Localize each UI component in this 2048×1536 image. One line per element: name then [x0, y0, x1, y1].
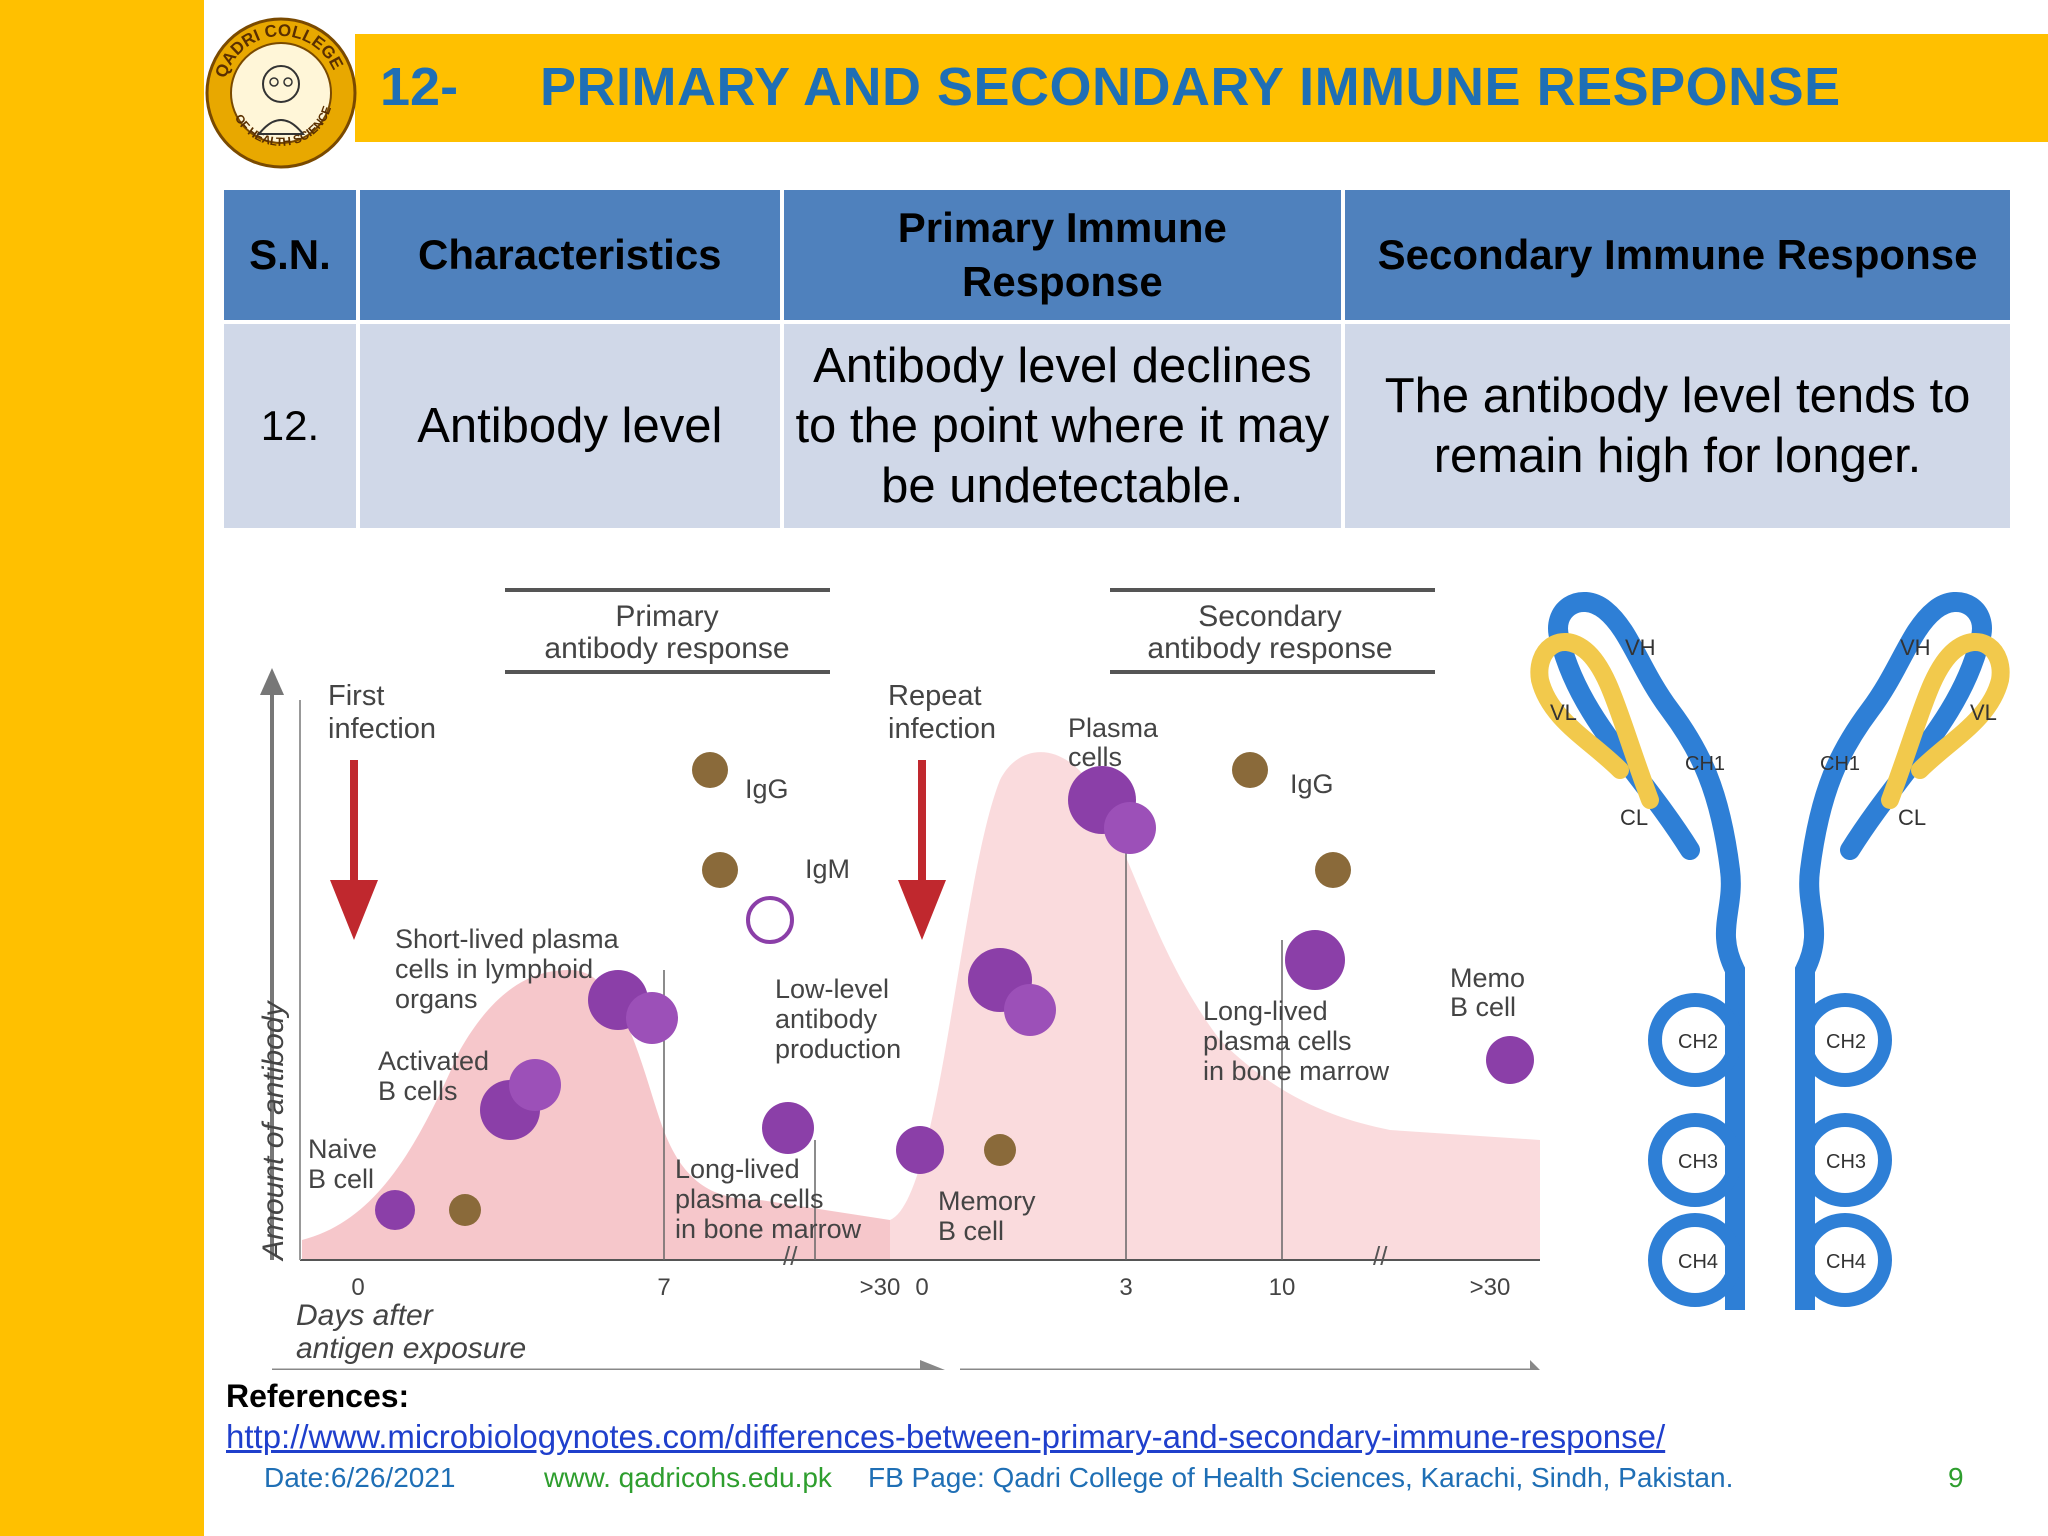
short-lived-plasma-cells-graphic	[588, 970, 678, 1044]
references-title: References:	[226, 1378, 410, 1414]
footer-date: Date:6/26/2021	[264, 1462, 456, 1493]
footer-website: www. qadricohs.edu.pk	[544, 1462, 832, 1493]
title-bar	[355, 34, 2048, 142]
x-tick: 7	[657, 1274, 670, 1301]
x-axis-label-line1: Days after	[296, 1299, 434, 1332]
reference-link[interactable]: http://www.microbiologynotes.com/differe…	[226, 1418, 1666, 1455]
x-tick: 3	[1119, 1274, 1132, 1301]
memory-b-cell-2-label: Memo B cell	[1450, 963, 1533, 1022]
comparison-table: S.N. Characteristics Primary Immune Resp…	[220, 186, 2014, 532]
ch4-label: CH4	[1826, 1251, 1866, 1273]
cl-label: CL	[1898, 805, 1926, 830]
first-infection-label: First infection	[328, 680, 436, 745]
college-logo: QADRI COLLEGE OF HEALTH SCIENCES	[204, 16, 357, 169]
igm-label: IgM	[805, 854, 850, 884]
x-tick: >30	[1470, 1274, 1511, 1301]
x-tick: >30	[860, 1274, 901, 1301]
secondary-curve	[890, 752, 1540, 1260]
cl-label: CL	[1620, 805, 1648, 830]
naive-b-cell-label: Naive B cell	[308, 1134, 385, 1194]
header-characteristics: Characteristics	[359, 190, 780, 320]
left-accent-bar	[0, 0, 204, 1536]
antibody-structure-diagram: VH VH VL VL CH1 CH1 CL CL CH2 CH2 CH3 CH…	[1530, 592, 2010, 1310]
cell-secondary: The antibody level tends to remain high …	[1345, 324, 2010, 528]
memory-b-cell-graphic	[896, 1126, 1016, 1174]
vl-label: VL	[1550, 700, 1577, 725]
memory-b-cell-2-graphic	[1486, 1036, 1534, 1084]
activated-b-cells-graphic	[480, 1059, 561, 1140]
secondary-bracket-line2: antibody response	[1147, 632, 1392, 665]
long-lived-plasma-2-label: Long-lived plasma cells in bone marrow	[1203, 996, 1390, 1086]
primary-bracket-line1: Primary	[615, 600, 718, 633]
header-primary: Primary Immune Response	[783, 190, 1342, 320]
x-tick: 0	[915, 1274, 928, 1301]
x-tick: 10	[1269, 1274, 1296, 1301]
ch4-label: CH4	[1678, 1251, 1718, 1273]
x-axis-label-line2: antigen exposure	[296, 1332, 526, 1365]
activated-b-cells-label: Activated B cells	[378, 1046, 497, 1106]
ch2-label: CH2	[1826, 1031, 1866, 1053]
repeat-infection-arrow	[898, 880, 946, 940]
igg-igm-graphic	[692, 752, 794, 944]
activated-secondary-cells-graphic	[968, 948, 1056, 1036]
ch3-label: CH3	[1678, 1151, 1718, 1173]
slide-number: 12-	[380, 57, 459, 117]
primary-bracket-line2: antibody response	[544, 632, 789, 665]
first-infection-arrow	[330, 880, 378, 940]
igg-label: IgG	[745, 774, 789, 804]
table-header-row: S.N. Characteristics Primary Immune Resp…	[224, 190, 2010, 320]
plasma-cells-label: Plasma cells	[1068, 713, 1166, 772]
ch1-label: CH1	[1685, 753, 1725, 775]
svg-text://: //	[1373, 1241, 1388, 1271]
naive-b-cell-graphic	[375, 1190, 481, 1230]
header-sn: S.N.	[224, 190, 356, 320]
y-axis-label: Amount of antibody	[257, 999, 290, 1262]
cell-sn: 12.	[224, 324, 356, 528]
ch1-label: CH1	[1820, 753, 1860, 775]
long-lived-plasma-label: Long-lived plasma cells in bone marrow	[675, 1154, 862, 1244]
long-lived-plasma-cell-graphic	[762, 1102, 814, 1154]
x-tick: 0	[351, 1274, 364, 1301]
cell-characteristic: Antibody level	[359, 324, 780, 528]
footer-fb-page: FB Page: Qadri College of Health Science…	[868, 1462, 1734, 1493]
vh-label: VH	[1900, 635, 1931, 660]
plasma-cells-graphic	[1068, 766, 1156, 854]
vh-label: VH	[1625, 635, 1656, 660]
table-row: 12. Antibody level Antibody level declin…	[224, 324, 2010, 528]
slide-title: PRIMARY AND SECONDARY IMMUNE RESPONSE	[540, 57, 1841, 117]
secondary-bracket-line1: Secondary	[1198, 600, 1341, 633]
memory-b-cell-label: Memory B cell	[938, 1186, 1043, 1246]
ch3-label: CH3	[1826, 1151, 1866, 1173]
igg-secondary-label: IgG	[1290, 769, 1334, 799]
igg-secondary-graphic	[1232, 752, 1351, 888]
cell-primary: Antibody level declines to the point whe…	[783, 324, 1342, 528]
short-lived-plasma-label: Short-lived plasma cells in lymphoid org…	[395, 924, 626, 1014]
page-number: 9	[1948, 1462, 1964, 1493]
primary-curve	[302, 970, 890, 1260]
vl-label: VL	[1970, 700, 1997, 725]
ch2-label: CH2	[1678, 1031, 1718, 1053]
header-secondary: Secondary Immune Response	[1345, 190, 2010, 320]
antibody-response-figure: Primary antibody response Secondary anti…	[257, 588, 1540, 1370]
low-level-production-label: Low-level antibody production	[775, 974, 901, 1064]
long-lived-plasma-cell-2-graphic	[1285, 930, 1345, 990]
svg-text://: //	[783, 1241, 798, 1271]
repeat-infection-label: Repeat infection	[888, 680, 996, 745]
